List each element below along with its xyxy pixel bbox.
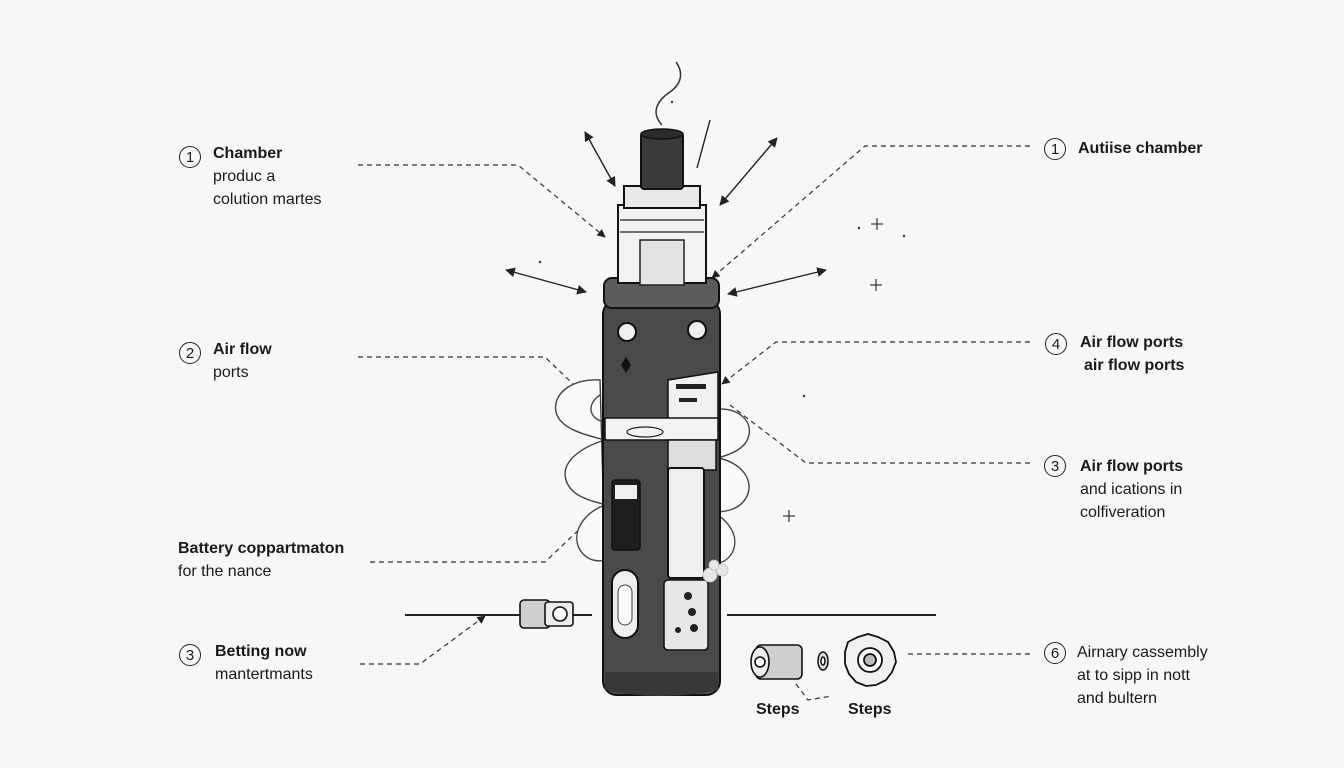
- connector-part: [750, 644, 803, 680]
- callout-assembly: Airnary cassembly at to sipp in nott and…: [1077, 641, 1208, 710]
- vapor-wisp: [655, 61, 682, 126]
- callout-line: for the nance: [178, 563, 272, 580]
- callout-number: 6: [1044, 642, 1066, 664]
- leader-battery: [370, 504, 606, 563]
- callout-chamber: Chamber produc a colution martes: [213, 142, 322, 211]
- steps-label: Steps: [756, 701, 800, 718]
- callout-line: ports: [213, 364, 249, 381]
- callout-title: Chamber: [213, 145, 283, 162]
- leader-autiise: [711, 145, 1030, 279]
- leader-air-flow-ports-4: [721, 341, 1030, 385]
- o-ring-part: [817, 651, 829, 671]
- callout-number: 2: [179, 342, 201, 364]
- callout-autiise-chamber: Autiise chamber: [1078, 137, 1202, 160]
- callout-betting: Betting now mantertmants: [215, 640, 313, 686]
- callout-air-flow: Air flow ports: [213, 338, 272, 384]
- callout-title: Betting now: [215, 643, 307, 660]
- callout-number: 4: [1045, 333, 1067, 355]
- callout-line: colution martes: [213, 191, 322, 208]
- callout-air-flow-ports-b: Air flow ports and ications in colfivera…: [1080, 455, 1183, 524]
- leader-betting: [360, 615, 486, 665]
- callout-battery: Battery coppartmaton for the nance: [178, 537, 344, 583]
- callout-air-flow-ports-a: Air flow ports air flow ports: [1080, 331, 1184, 377]
- callout-number: 3: [179, 644, 201, 666]
- callout-number: 3: [1044, 455, 1066, 477]
- device-body: [602, 128, 729, 696]
- callout-title: Air flow: [213, 341, 272, 358]
- callout-title: Airnary cassembly: [1077, 644, 1208, 661]
- callout-title: Autiise chamber: [1078, 140, 1203, 157]
- callout-line: mantertmants: [215, 666, 313, 683]
- callout-title: Air flow ports: [1080, 458, 1184, 475]
- nozzle-part: [519, 599, 574, 629]
- callout-line: air flow ports: [1084, 357, 1185, 374]
- callout-line: at to sipp in nott: [1077, 667, 1190, 684]
- callout-line: produc a: [213, 168, 276, 185]
- callout-line: and ications in: [1080, 481, 1183, 498]
- leader-air-flow-ports-3: [729, 404, 1030, 464]
- callout-number: 1: [179, 146, 201, 168]
- callout-number: 1: [1044, 138, 1066, 160]
- hand-left: [554, 379, 608, 562]
- callout-title: Battery coppartmaton: [178, 540, 345, 557]
- callout-line: colfiveration: [1080, 504, 1166, 521]
- hand-right: [711, 408, 751, 564]
- callout-title: Air flow ports: [1080, 334, 1184, 351]
- leader-steps: [795, 683, 833, 701]
- knurled-cap-part: [844, 633, 897, 687]
- callout-line: and bultern: [1077, 690, 1158, 707]
- leader-chamber: [358, 164, 606, 238]
- steps-label: Steps: [848, 701, 892, 718]
